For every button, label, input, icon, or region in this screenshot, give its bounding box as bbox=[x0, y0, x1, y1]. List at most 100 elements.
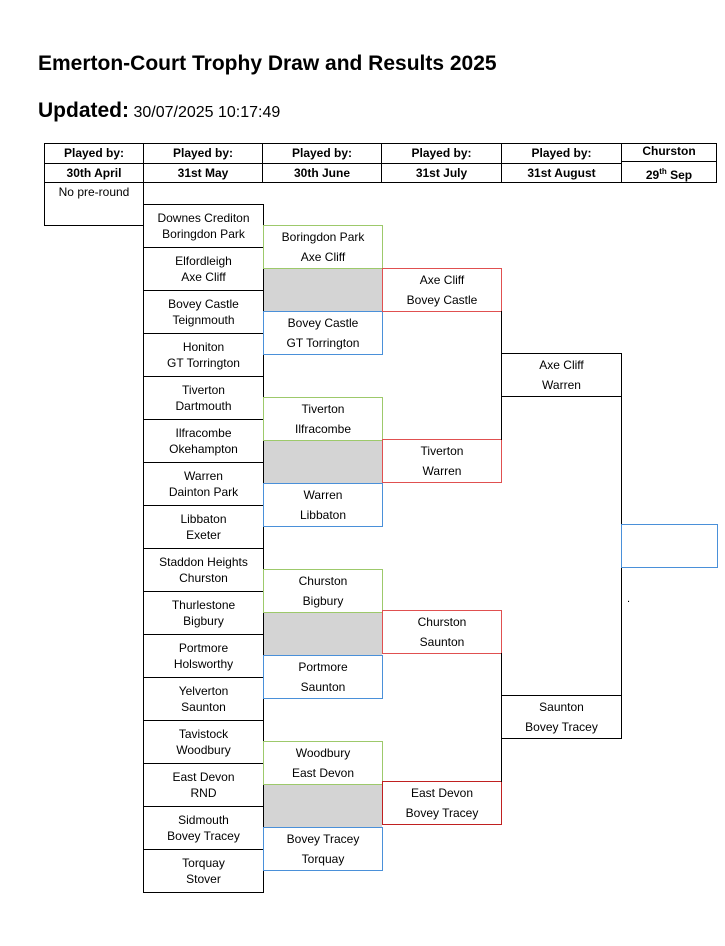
header-bottom: 31st July bbox=[382, 162, 501, 183]
connector-line bbox=[501, 396, 502, 440]
round3-team-away: Bovey Castle bbox=[406, 293, 478, 307]
connector-line bbox=[501, 653, 502, 696]
round1-team-home: Yelverton bbox=[178, 684, 229, 698]
round2-team-away: Axe Cliff bbox=[300, 250, 346, 264]
connector-line bbox=[621, 567, 622, 696]
round2-team-home: Bovey Castle bbox=[287, 316, 359, 330]
round1-team-away: Churston bbox=[179, 571, 228, 585]
header-top: Played by: bbox=[411, 145, 472, 160]
header-bottom: 31st May bbox=[144, 162, 262, 183]
round3-team-home: East Devon bbox=[410, 786, 474, 800]
round1-team-home: Tavistock bbox=[178, 727, 229, 741]
round1-team-away: Stover bbox=[186, 872, 221, 886]
connector-line bbox=[621, 396, 622, 526]
final-match-box bbox=[621, 524, 718, 568]
round1-team-home: East Devon bbox=[172, 770, 235, 784]
round1-team-home: Elfordleigh bbox=[175, 254, 232, 268]
header-bottom: 30th June bbox=[263, 162, 381, 183]
round2-team-away: Saunton bbox=[300, 680, 346, 694]
round4-team-away: Warren bbox=[542, 378, 581, 392]
header-bottom: 29th Sep bbox=[622, 160, 716, 185]
header-col-4: Played by: 31st July bbox=[381, 143, 502, 183]
round2-gap bbox=[264, 441, 382, 484]
connector-line bbox=[501, 311, 502, 354]
round1-team-away: Saunton bbox=[181, 700, 226, 714]
round3-team-away: Warren bbox=[422, 464, 462, 478]
round2-team-home: Portmore bbox=[298, 660, 348, 674]
round1-team-away: Teignmouth bbox=[172, 313, 235, 327]
round1-team-away: RND bbox=[190, 786, 217, 800]
header-bottom-month: Sep bbox=[666, 167, 693, 182]
round1-team-home: Tiverton bbox=[182, 383, 225, 397]
round2-gap bbox=[264, 613, 382, 656]
round1-team-away: Bovey Tracey bbox=[167, 829, 240, 843]
header-top: Played by: bbox=[291, 145, 353, 160]
header-col-6: Churston 29th Sep bbox=[621, 143, 717, 183]
round1-team-away: Okehampton bbox=[169, 442, 238, 456]
round1-team-home: Libbaton bbox=[180, 512, 227, 526]
round4-team-home: Axe Cliff bbox=[539, 358, 584, 372]
page-title: Emerton-Court Trophy Draw and Results 20… bbox=[38, 52, 497, 75]
round1-team-away: Dainton Park bbox=[168, 485, 239, 499]
round1-team-away: GT Torrington bbox=[167, 356, 240, 370]
round1-team-home: Thurlestone bbox=[171, 598, 236, 612]
round1-team-home: Ilfracombe bbox=[175, 426, 232, 440]
final-dot: . bbox=[627, 593, 631, 605]
round2-team-away: Ilfracombe bbox=[294, 422, 352, 436]
header-col-1: Played by: 30th April bbox=[44, 143, 144, 183]
header-top: Played by: bbox=[172, 145, 234, 160]
round2-team-home: Tiverton bbox=[301, 402, 345, 416]
round2-team-home: Woodbury bbox=[295, 746, 351, 760]
round1-team-home: Bovey Castle bbox=[168, 297, 239, 311]
updated-value: 30/07/2025 10:17:49 bbox=[133, 104, 281, 121]
round2-team-away: East Devon bbox=[291, 766, 355, 780]
round2-team-home: Boringdon Park bbox=[281, 230, 365, 244]
round1-team-away: Dartmouth bbox=[175, 399, 232, 413]
round3-team-away: Saunton bbox=[419, 635, 465, 649]
round2-team-home: Warren bbox=[303, 488, 343, 502]
round1-team-home: Torquay bbox=[182, 856, 225, 870]
round1-team-home: Staddon Heights bbox=[159, 555, 248, 569]
connector-line bbox=[501, 738, 502, 782]
round2-team-away: Libbaton bbox=[299, 508, 347, 522]
round3-team-away: Bovey Tracey bbox=[405, 806, 479, 820]
round1-team-home: Downes Crediton bbox=[157, 211, 250, 225]
round1-team-home: Sidmouth bbox=[178, 813, 229, 827]
round1-team-away: Boringdon Park bbox=[162, 227, 245, 241]
round1-team-away: Holsworthy bbox=[173, 657, 234, 671]
header-top: Played by: bbox=[531, 145, 592, 160]
round2-team-away: Bigbury bbox=[302, 594, 344, 608]
updated-line: Updated: 30/07/2025 10:17:49 bbox=[38, 99, 280, 123]
round1-team-away: Woodbury bbox=[176, 743, 231, 757]
round2-team-home: Churston bbox=[298, 574, 348, 588]
header-bottom-sup: th bbox=[659, 166, 667, 176]
pre-round-cell: No pre-round bbox=[44, 182, 144, 226]
round1-team-home: Honiton bbox=[182, 340, 225, 354]
header-top: Churston bbox=[642, 143, 696, 158]
round2-team-home: Bovey Tracey bbox=[286, 832, 360, 846]
header-bottom-day: 29 bbox=[645, 167, 660, 182]
header-bottom: 30th April bbox=[45, 162, 143, 183]
round2-gap bbox=[264, 785, 382, 828]
round2-team-away: Torquay bbox=[301, 852, 345, 866]
